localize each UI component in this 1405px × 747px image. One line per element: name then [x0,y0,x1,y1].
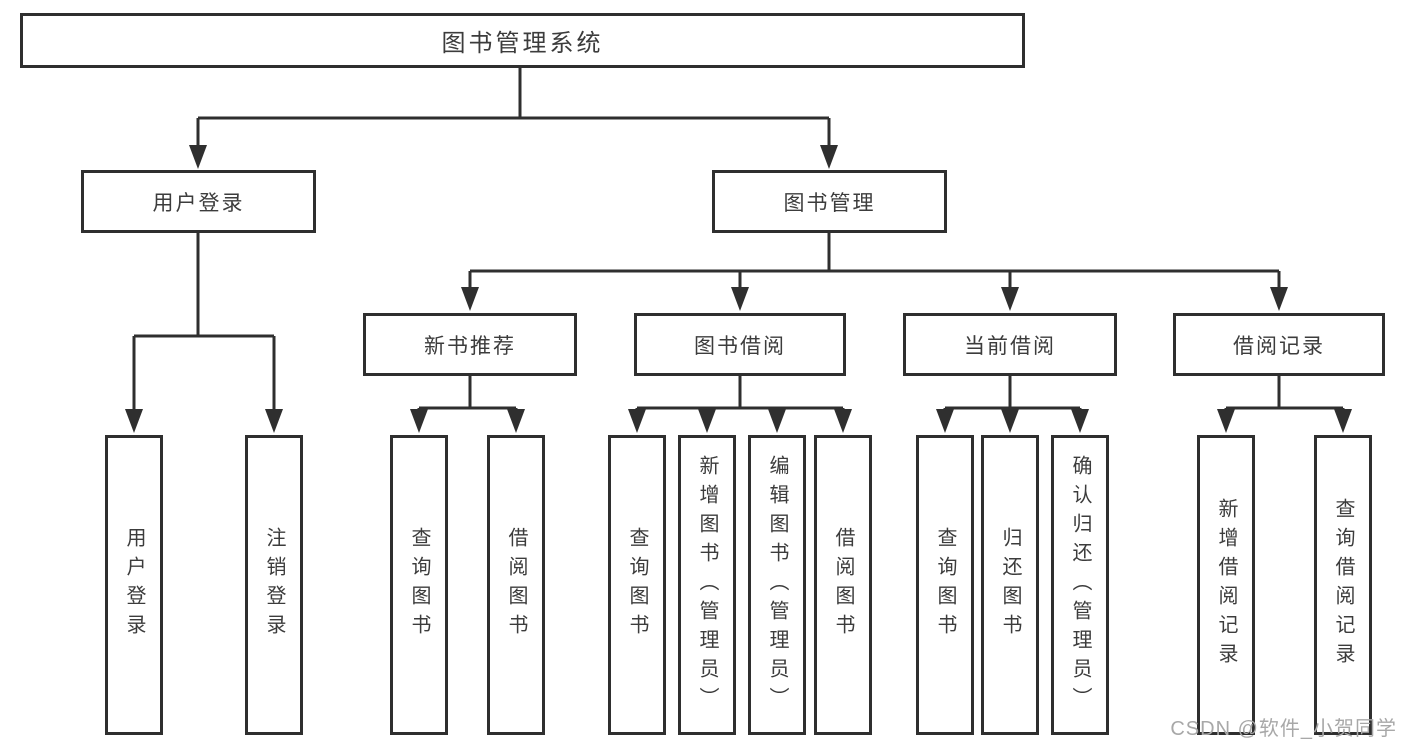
node-new-book-recommend: 新书推荐 [363,313,577,376]
leaf-query-book-1: 查询图书 [390,435,448,735]
leaf-add-borrow-record: 新增借阅记录 [1197,435,1255,735]
node-book-borrow: 图书借阅 [634,313,846,376]
node-borrow-records: 借阅记录 [1173,313,1385,376]
leaf-edit-book-admin: 编辑图书（管理员） [748,435,806,735]
node-current-borrow: 当前借阅 [903,313,1117,376]
leaf-borrow-book-1: 借阅图书 [487,435,545,735]
leaf-confirm-return-admin: 确认归还（管理员） [1051,435,1109,735]
leaf-user-login: 用户登录 [105,435,163,735]
leaf-add-book-admin: 新增图书（管理员） [678,435,736,735]
leaf-return-book: 归还图书 [981,435,1039,735]
leaf-query-borrow-record: 查询借阅记录 [1314,435,1372,735]
leaf-logout: 注销登录 [245,435,303,735]
node-user-login: 用户登录 [81,170,316,233]
node-book-management: 图书管理 [712,170,947,233]
leaf-borrow-book-2: 借阅图书 [814,435,872,735]
watermark: CSDN @软件_小贺同学 [1170,718,1397,740]
leaf-query-book-3: 查询图书 [916,435,974,735]
node-library-system: 图书管理系统 [20,13,1025,68]
leaf-query-book-2: 查询图书 [608,435,666,735]
